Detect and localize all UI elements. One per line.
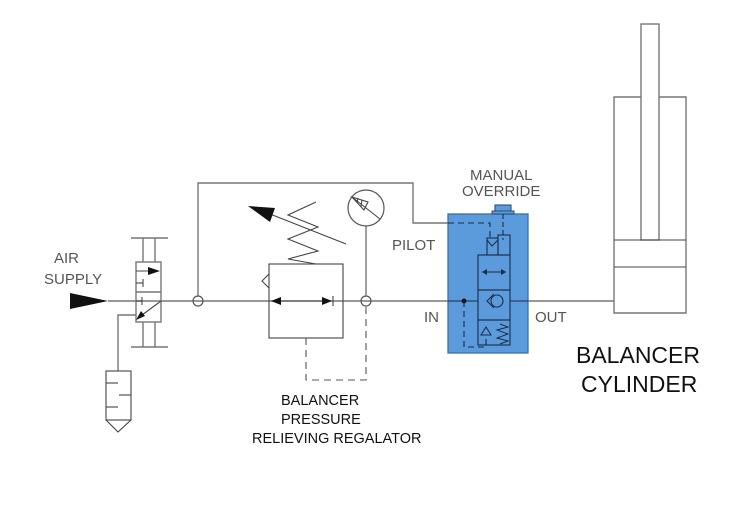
pilot-line bbox=[197, 182, 448, 301]
manual-override-label-line1: MANUAL bbox=[470, 167, 533, 184]
in-port-label: IN bbox=[424, 309, 439, 326]
junction-pilot-tap bbox=[192, 295, 204, 307]
regulator-label-line1: BALANCER bbox=[281, 393, 359, 409]
shutoff-valve bbox=[131, 237, 168, 348]
exhaust-line bbox=[117, 314, 136, 371]
out-port-label: OUT bbox=[535, 309, 567, 326]
junction-gauge-tap bbox=[360, 295, 372, 307]
air-supply-label-line2: SUPPLY bbox=[44, 271, 102, 288]
regulator-label-line2: PRESSURE bbox=[281, 412, 361, 428]
pilot-check-valve-block bbox=[447, 204, 529, 354]
cylinder-label-line2: CYLINDER bbox=[581, 371, 697, 397]
relieving-regulator bbox=[248, 201, 367, 381]
air-supply-label-line1: AIR bbox=[54, 250, 79, 267]
manual-override-label-line2: OVERRIDE bbox=[462, 183, 540, 200]
pilot-label: PILOT bbox=[392, 237, 435, 254]
air-supply-arrow-icon bbox=[70, 293, 108, 309]
exhaust-muffler-icon bbox=[105, 370, 132, 433]
cylinder-label-line1: BALANCER bbox=[576, 342, 700, 368]
balancer-cylinder bbox=[613, 23, 687, 314]
regulator-label-line3: RELIEVING REGALATOR bbox=[252, 431, 421, 447]
pressure-gauge-icon bbox=[347, 189, 385, 296]
